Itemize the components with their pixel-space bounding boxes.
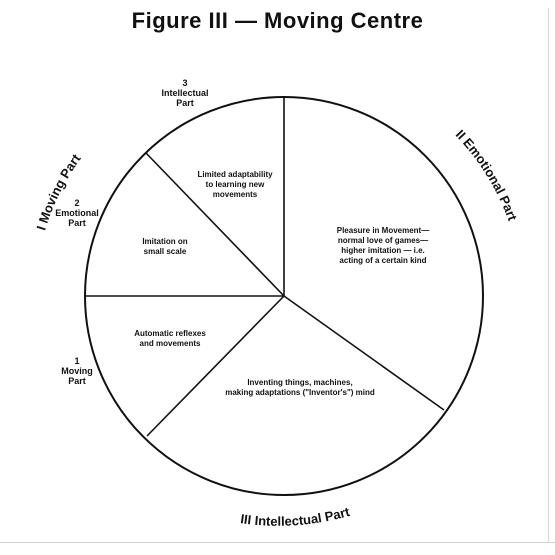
side-label-middle-emotional: 2 Emotional Part	[55, 198, 99, 228]
side-label-top-intellectual: 3 Intellectual Part	[161, 78, 209, 108]
arc-label-intellectual: III Intellectual Part	[240, 504, 352, 529]
segment-imitation-small-scale: Imitation on small scale	[142, 237, 188, 256]
segment-pleasure-in-movement: Pleasure in Movement— normal love of gam…	[336, 226, 430, 265]
page-edge-right	[548, 8, 549, 542]
page-background	[24, 8, 548, 530]
segment-inventing-things: Inventing things, machines, making adapt…	[225, 378, 375, 397]
page-edge-bottom	[0, 542, 555, 543]
divider-upper-left	[145, 152, 285, 297]
side-label-bottom-moving: 1 Moving Part	[61, 356, 93, 386]
figure-title: Figure III — Moving Centre	[131, 8, 424, 33]
divider-lower-left-radius	[146, 295, 285, 437]
divider-lower-right-radius	[283, 295, 445, 411]
segment-automatic-reflexes: Automatic reflexes and movements	[134, 329, 206, 348]
segment-limited-adaptability: Limited adaptability to learning new mov…	[197, 170, 273, 199]
